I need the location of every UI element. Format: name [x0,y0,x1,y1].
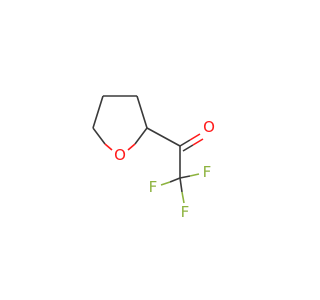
bond-carbonyl-double-b-oxygen [192,138,204,146]
bond-cf3-f-left-fluorine [160,181,171,186]
atom-fluorine-left-label: F [149,178,158,196]
bond-ring-right-lower-carbon [134,127,148,145]
bond-ring-top-right [136,95,148,129]
bond-cf3-f-bottom-carbon [179,177,183,193]
bond-cf3-f-left-carbon [169,177,181,183]
bond-cf3-f-right-fluorine [189,173,200,177]
bond-ring-left-lower-oxygen [104,143,113,151]
atom-fluorine-right-label: F [203,163,212,181]
atom-carbonyl-oxygen-label: O [203,118,215,136]
atom-fluorine-bottom-label: F [181,203,190,221]
bond-ring-top-left [92,95,104,129]
molecule-structure-diagram: O O F F F [92,95,215,221]
bond-ring-left-lower-carbon [92,127,106,145]
bond-carbonyl-double-a-oxygen [189,133,201,141]
bond-carbonyl-double-b-carbon [182,144,194,152]
atom-ring-oxygen-label: O [114,146,126,164]
bond-ring-right-lower-oxygen [127,143,136,151]
bond-cf3-f-bottom-fluorine [181,191,185,204]
bond-c2-carbonyl [146,127,181,147]
bond-carbonyl-double-a-carbon [179,139,191,147]
bond-cf3-f-right-carbon [179,175,191,179]
